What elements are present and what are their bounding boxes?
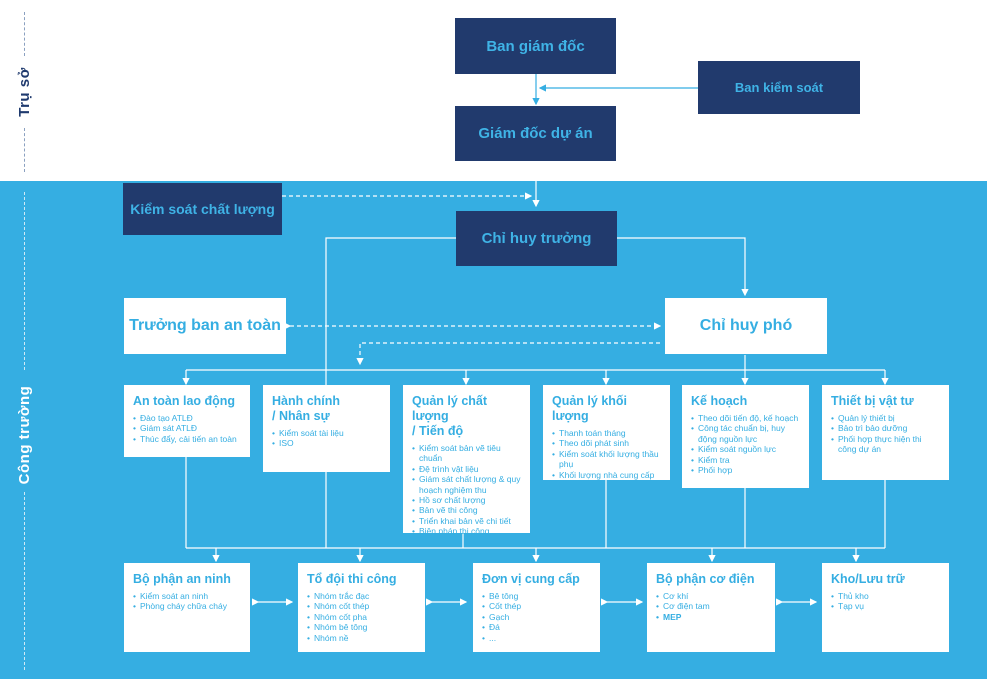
list-item: Nhóm cốt thép [307, 601, 416, 612]
supervisory-board-box: Ban kiểm soát [698, 61, 860, 114]
department-card: Kế hoạch Theo dõi tiến độ, kế hoạch Công… [682, 385, 809, 488]
zone-divider-line [24, 12, 25, 56]
list-item: Nhóm nề [307, 633, 416, 644]
list-item: Đệ trình vật liệu [412, 464, 521, 475]
list-item: Kiểm tra [691, 455, 800, 466]
department-title: Hành chính / Nhân sự [272, 394, 341, 423]
unit-title: Đơn vị cung cấp [482, 572, 580, 586]
zone-divider-line [24, 128, 25, 172]
department-card: Thiết bị vật tư Quản lý thiết bị Bảo trì… [822, 385, 949, 480]
quality-control-box: Kiểm soát chất lượng [123, 183, 282, 235]
department-card: An toàn lao động Đào tạo ATLĐ Giám sát A… [124, 385, 250, 457]
list-item: Quản lý thiết bị [831, 413, 940, 424]
zone-divider-line [24, 192, 25, 370]
list-item: ISO [272, 438, 381, 449]
list-item: Tạp vụ [831, 601, 940, 612]
list-item: Kiểm soát nguồn lực [691, 444, 800, 455]
project-director-box: Giám đốc dự án [455, 106, 616, 161]
list-item: Cơ khí [656, 591, 766, 602]
list-item: Cốt thép [482, 601, 591, 612]
department-title: Thiết bị vật tư [831, 394, 914, 408]
unit-title: Tổ đội thi công [307, 572, 397, 586]
list-item: Thanh toán tháng [552, 428, 661, 439]
list-item: Theo dõi tiến độ, kế hoạch [691, 413, 800, 424]
list-item: Giám sát ATLĐ [133, 423, 241, 434]
list-item: Kiểm soát an ninh [133, 591, 241, 602]
list-item: Thúc đẩy, cải tiến an toàn [133, 434, 241, 445]
unit-title: Bộ phận an ninh [133, 572, 231, 586]
board-of-directors-box: Ban giám đốc [455, 18, 616, 74]
unit-card: Đơn vị cung cấp Bê tông Cốt thép Gạch Đá… [473, 563, 600, 652]
department-title: An toàn lao động [133, 394, 236, 408]
department-card: Quản lý chất lượng / Tiến độ Kiểm soát b… [403, 385, 530, 537]
list-item: Giám sát chất lượng & quy hoạch nghiệm t… [412, 474, 521, 495]
list-item: Hồ sơ chất lượng [412, 495, 521, 506]
list-item: Kiểm soát tài liệu [272, 428, 381, 439]
list-item: Biện pháp thi công [412, 526, 521, 537]
zone-label-headquarters: Trụ sở [16, 67, 33, 117]
department-title: Quản lý chất lượng / Tiến độ [412, 394, 488, 438]
list-item: Đá [482, 622, 591, 633]
list-item: Phối hợp thực hiện thi công dự án [831, 434, 940, 455]
list-item: Công tác chuẩn bị, huy động nguồn lực [691, 423, 800, 444]
list-item: Bê tông [482, 591, 591, 602]
list-item: ... [482, 633, 591, 644]
list-item: MEP [656, 612, 766, 623]
list-item: Kiểm soát khối lượng thầu phụ [552, 449, 661, 470]
list-item: Phối hợp [691, 465, 800, 476]
department-card: Hành chính / Nhân sự Kiểm soát tài liệu … [263, 385, 390, 472]
list-item: Triển khai bản vẽ chi tiết [412, 516, 521, 527]
zone-label-site: Công trường [16, 385, 33, 485]
list-item: Bảo trì bảo dưỡng [831, 423, 940, 434]
department-title: Kế hoạch [691, 394, 748, 408]
unit-card: Tổ đội thi công Nhóm trắc đạc Nhóm cốt t… [298, 563, 425, 652]
list-item: Kiểm soát bản vẽ tiêu chuẩn [412, 443, 521, 464]
safety-head-box: Trưởng ban an toàn [124, 298, 286, 354]
unit-card: Bộ phận an ninh Kiểm soát an ninh Phòng … [124, 563, 250, 652]
list-item: Theo dõi phát sinh [552, 438, 661, 449]
department-card: Quản lý khối lượng Thanh toán tháng Theo… [543, 385, 670, 480]
list-item: Cơ điện tam [656, 601, 766, 612]
deputy-commander-box: Chỉ huy phó [665, 298, 827, 354]
zone-divider-line [24, 492, 25, 670]
list-item: Bản vẽ thi công [412, 505, 521, 516]
list-item: Phòng cháy chữa cháy [133, 601, 241, 612]
unit-title: Kho/Lưu trữ [831, 572, 905, 586]
list-item: Khối lượng nhà cung cấp [552, 470, 661, 481]
list-item: Gạch [482, 612, 591, 623]
list-item: Thủ kho [831, 591, 940, 602]
list-item: Nhóm bê tông [307, 622, 416, 633]
list-item: Nhóm cốt pha [307, 612, 416, 623]
unit-title: Bộ phận cơ điện [656, 572, 755, 586]
department-title: Quản lý khối lượng [552, 394, 628, 423]
unit-card: Bộ phận cơ điện Cơ khí Cơ điện tam MEP [647, 563, 775, 652]
unit-card: Kho/Lưu trữ Thủ kho Tạp vụ [822, 563, 949, 652]
list-item: Nhóm trắc đạc [307, 591, 416, 602]
list-item: Đào tạo ATLĐ [133, 413, 241, 424]
site-commander-box: Chỉ huy trưởng [456, 211, 617, 266]
